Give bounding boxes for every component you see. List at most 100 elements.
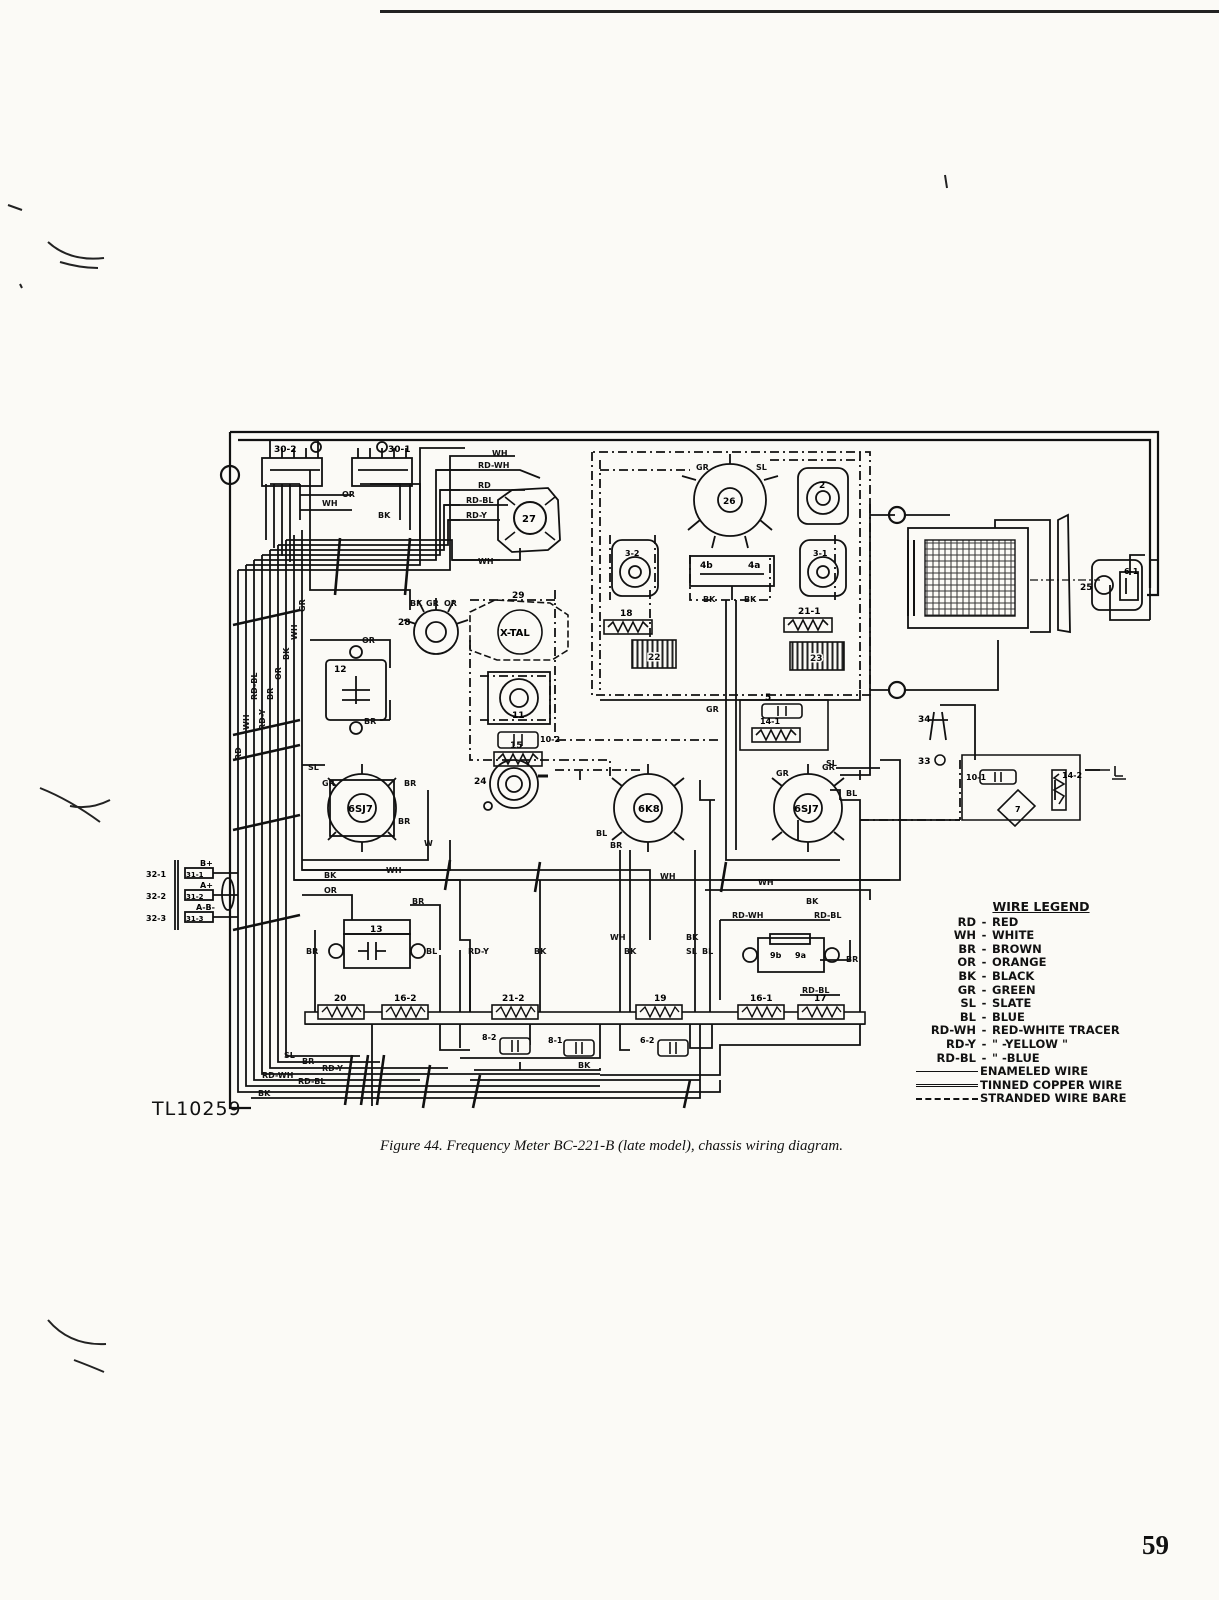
- crystal-holder: [469, 599, 569, 661]
- legend-entry: GR-GREEN: [916, 983, 1156, 998]
- terminal-strip-30-1-label: 30-1: [388, 445, 411, 455]
- bottom-capacitors: [499, 1037, 689, 1057]
- wire-label: BR: [306, 947, 318, 956]
- wire-label: SL: [826, 759, 837, 768]
- wire-label: BR: [404, 779, 416, 788]
- wire-label: RD-Y: [468, 947, 489, 956]
- battery-plug-32-1-label: 32-1: [146, 870, 166, 879]
- socket-3-1-label: 3-1: [813, 549, 828, 558]
- wire-label: RD-Y: [258, 709, 267, 730]
- socket-28: [403, 598, 469, 655]
- stranded-wire-swatch: [916, 1098, 978, 1101]
- wire-label: SL: [756, 463, 767, 472]
- battery-jack-31-1-label: 31-1: [186, 871, 204, 879]
- wire-label: GR: [706, 705, 719, 714]
- wire-label: BR: [412, 897, 424, 906]
- legend-meaning: BROWN: [992, 941, 1042, 956]
- wire-label: OR: [444, 599, 457, 608]
- wire-label: BK: [703, 595, 716, 604]
- coil-22-label: 22: [648, 653, 661, 663]
- legend-entry: SL-SLATE: [916, 997, 1156, 1011]
- legend-meaning: WHITE: [992, 928, 1035, 943]
- wire-label: BR: [364, 717, 376, 726]
- legend-code: SL: [960, 996, 976, 1011]
- resistor-15-label: 15: [510, 741, 523, 751]
- wire-label: BK: [410, 599, 423, 608]
- crystal-label: X-TAL: [500, 628, 530, 639]
- wire-label: BK: [686, 933, 699, 942]
- legend-code: RD-BL: [936, 1050, 976, 1065]
- wire-label: GR: [322, 779, 335, 788]
- wire-label: BK: [578, 1061, 591, 1070]
- resistor-17-label: 17: [814, 994, 827, 1004]
- legend-line-label: ENAMELED WIRE: [980, 1064, 1089, 1079]
- legend-code: WH: [953, 928, 976, 943]
- resistor-18-label: 18: [620, 609, 633, 619]
- coil-23-label: 23: [810, 654, 823, 664]
- stranded-wires: [469, 451, 961, 821]
- wire-label: RD-BL: [802, 986, 829, 995]
- wire-label: GR: [822, 763, 835, 772]
- wire-label: RD: [478, 481, 491, 490]
- wire-label: WH: [610, 933, 626, 942]
- wire-label: GR: [776, 769, 789, 778]
- wire-label: BK: [624, 947, 637, 956]
- figure-caption: Figure 44. Frequency Meter BC-221-B (lat…: [380, 1138, 843, 1154]
- enameled-wire-swatch: [916, 1071, 978, 1073]
- terminal-strips: [261, 440, 413, 487]
- tube-6sj7-right: [771, 764, 845, 852]
- scan-marks: [7, 174, 948, 1373]
- capacitor-9a-label: 9a: [795, 951, 806, 960]
- wire-label: BL: [426, 947, 437, 956]
- legend-line-type: TINNED COPPER WIRE: [916, 1078, 1156, 1093]
- wire-label: SL: [686, 947, 697, 956]
- capacitor-5: [739, 699, 829, 751]
- ground-post-33-label: 33: [918, 757, 931, 767]
- resistor-15: [493, 751, 543, 767]
- crystal-ref-label: 29: [512, 591, 525, 601]
- page-number: 59: [1142, 1530, 1169, 1560]
- wire-label: RD-BL: [250, 673, 259, 700]
- socket-26: [681, 454, 779, 549]
- legend-entry: BL-BLUE: [916, 1009, 1156, 1025]
- resistor-21-1: [783, 617, 833, 633]
- legend-line-type: STRANDED WIRE BARE: [916, 1092, 1156, 1106]
- wire-label: BK: [378, 511, 391, 520]
- wire-label: RD-WH: [732, 911, 763, 920]
- capacitor-5-label: 5: [765, 693, 771, 703]
- wire-label: BK: [744, 595, 757, 604]
- resistor-19-label: 19: [654, 994, 667, 1004]
- wire-label: GR: [298, 599, 307, 612]
- wire-label: OR: [362, 636, 375, 645]
- capacitor-12: [325, 645, 387, 735]
- capacitor-10-2: [497, 731, 539, 749]
- switch-4a-label: 4a: [748, 561, 760, 571]
- tube-6k8: [611, 764, 685, 852]
- wire-labels-top: WH RD-WH RD RD-BL RD-Y OR WH BK WH BK GR…: [322, 449, 767, 714]
- top-rule: [380, 10, 1219, 13]
- resistor-16-1-label: 16-1: [750, 994, 773, 1004]
- legend-meaning: BLACK: [992, 968, 1035, 983]
- battery-jack-31-2-label: 31-2: [186, 893, 204, 901]
- capacitor-6-2-label: 6-2: [640, 1036, 654, 1045]
- tube-6sj7-left: [327, 764, 397, 852]
- legend-entry: BK-BLACK: [916, 968, 1156, 984]
- wire-label: BL: [702, 947, 713, 956]
- resistor-zigzags: [321, 1005, 842, 1019]
- switch-4b-label: 4b: [700, 561, 713, 571]
- legend-meaning: BLUE: [992, 1009, 1025, 1024]
- tube-6sj7-left-label: 6SJ7: [348, 804, 373, 815]
- wire-label: BL: [596, 829, 607, 838]
- capacitor-10-1-assembly: [961, 754, 1126, 828]
- legend-line-label: STRANDED WIRE BARE: [980, 1091, 1127, 1106]
- wire-label: WH: [242, 714, 251, 730]
- legend-line-type: ENAMELED WIRE: [916, 1065, 1156, 1079]
- wire-label: RD-WH: [262, 1071, 293, 1080]
- socket-26-label: 26: [723, 497, 736, 507]
- socket-2: [797, 467, 849, 525]
- resistor-21-2-label: 21-2: [502, 994, 525, 1004]
- legend-meaning: " -YELLOW ": [992, 1036, 1068, 1051]
- wire-label: WH: [758, 878, 774, 887]
- wire-label: WH: [290, 624, 299, 640]
- socket-27: [497, 487, 561, 553]
